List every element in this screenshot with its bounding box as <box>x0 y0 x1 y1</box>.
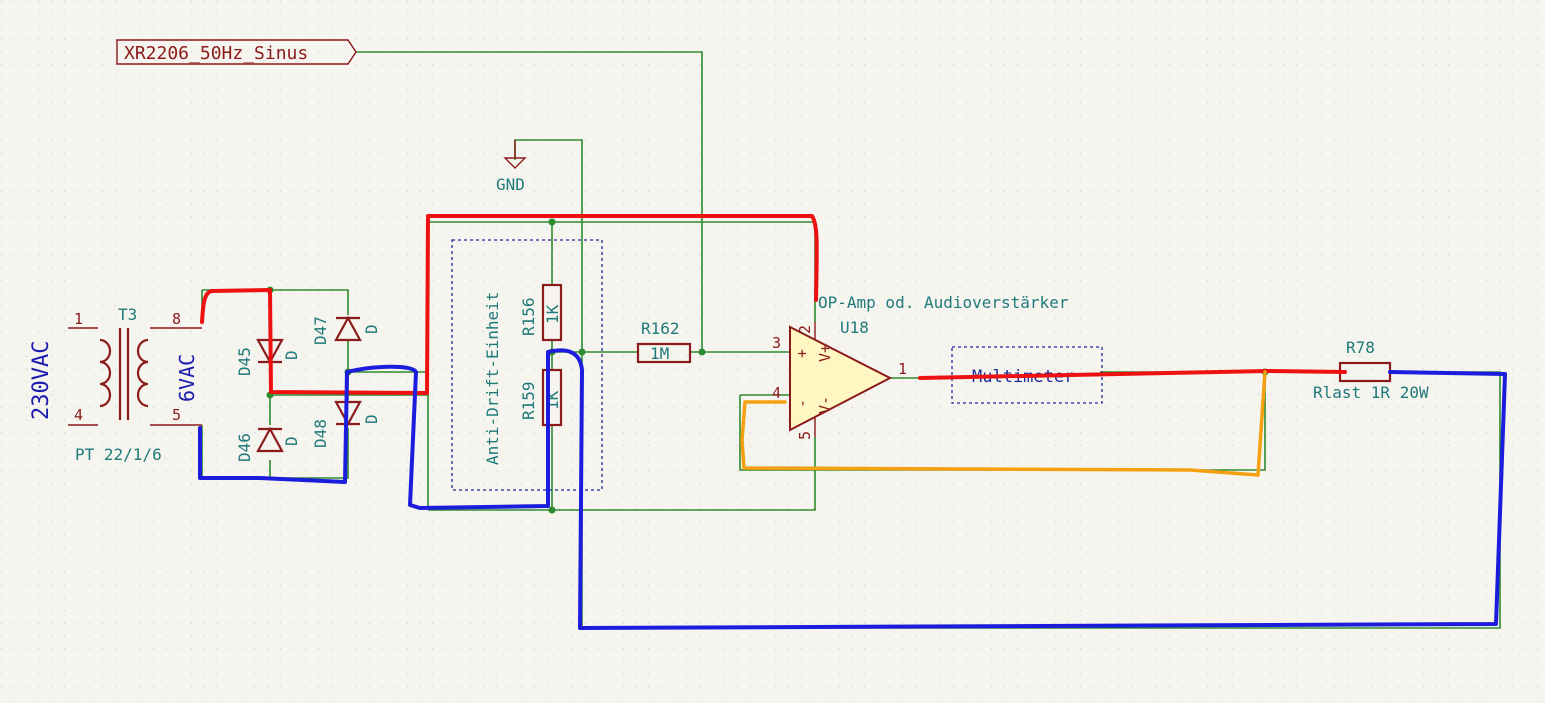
diode-d46-value: D <box>282 436 301 446</box>
opamp-u18 <box>789 322 893 437</box>
diode-d46-ref: D46 <box>235 433 254 462</box>
diode-d45-ref: D45 <box>235 347 254 376</box>
primary-voltage-label: 230VAC <box>29 341 54 420</box>
transformer-t3 <box>68 327 202 426</box>
r159-value: 1K <box>543 390 562 410</box>
resistor-r156 <box>541 283 563 342</box>
opamp-vplus: V+ <box>816 344 834 362</box>
marker-orange-path <box>740 370 1267 477</box>
transformer-value: PT 22/1/6 <box>75 445 162 464</box>
opamp-value: OP-Amp od. Audioverstärker <box>818 293 1069 312</box>
opamp-pin-2: 2 <box>796 325 814 334</box>
resistor-r159 <box>541 368 563 427</box>
transformer-pin-1: 1 <box>74 310 83 328</box>
opamp-ref: U18 <box>840 318 869 337</box>
multimeter-box <box>951 346 1103 404</box>
r156-value: 1K <box>543 304 562 324</box>
opamp-pin-3: 3 <box>772 334 781 352</box>
transformer-ref: T3 <box>118 305 137 324</box>
opamp-pin-1: 1 <box>898 360 907 378</box>
diode-d47-ref: D47 <box>311 316 330 345</box>
r159-ref: R159 <box>519 381 538 420</box>
opamp-minus: - <box>793 399 811 408</box>
r156-ref: R156 <box>519 297 538 336</box>
r162-ref: R162 <box>641 319 680 338</box>
secondary-voltage-label: 6VAC <box>175 354 199 402</box>
r78-ref: R78 <box>1346 338 1375 357</box>
global-label-text: XR2206_50Hz_Sinus <box>124 43 308 64</box>
diode-d45-value: D <box>282 350 301 360</box>
resistor-r162 <box>636 342 692 364</box>
opamp-pin-4: 4 <box>772 384 781 402</box>
marker-red-path <box>200 214 1347 395</box>
diode-d48-ref: D48 <box>311 419 330 448</box>
transformer-pin-8: 8 <box>172 310 181 328</box>
opamp-vminus: V- <box>816 396 834 414</box>
diode-d47-value: D <box>362 324 381 334</box>
anti-drift-group-box <box>451 239 603 491</box>
diode-d47 <box>334 315 362 342</box>
diode-d46 <box>256 426 284 453</box>
marker-blue-path <box>198 348 1507 630</box>
gnd-symbol <box>503 140 527 169</box>
gnd-label: GND <box>496 175 525 194</box>
diode-d48-value: D <box>362 414 381 424</box>
transformer-pin-5: 5 <box>172 406 181 424</box>
global-label-xr2206 <box>116 39 357 65</box>
opamp-pin-5: 5 <box>796 431 814 440</box>
r78-value: Rlast 1R 20W <box>1313 383 1429 402</box>
r162-value: 1M <box>650 344 669 363</box>
opamp-plus: + <box>793 349 811 358</box>
transformer-pin-4: 4 <box>74 406 83 424</box>
anti-drift-label: Anti-Drift-Einheit <box>483 292 502 465</box>
